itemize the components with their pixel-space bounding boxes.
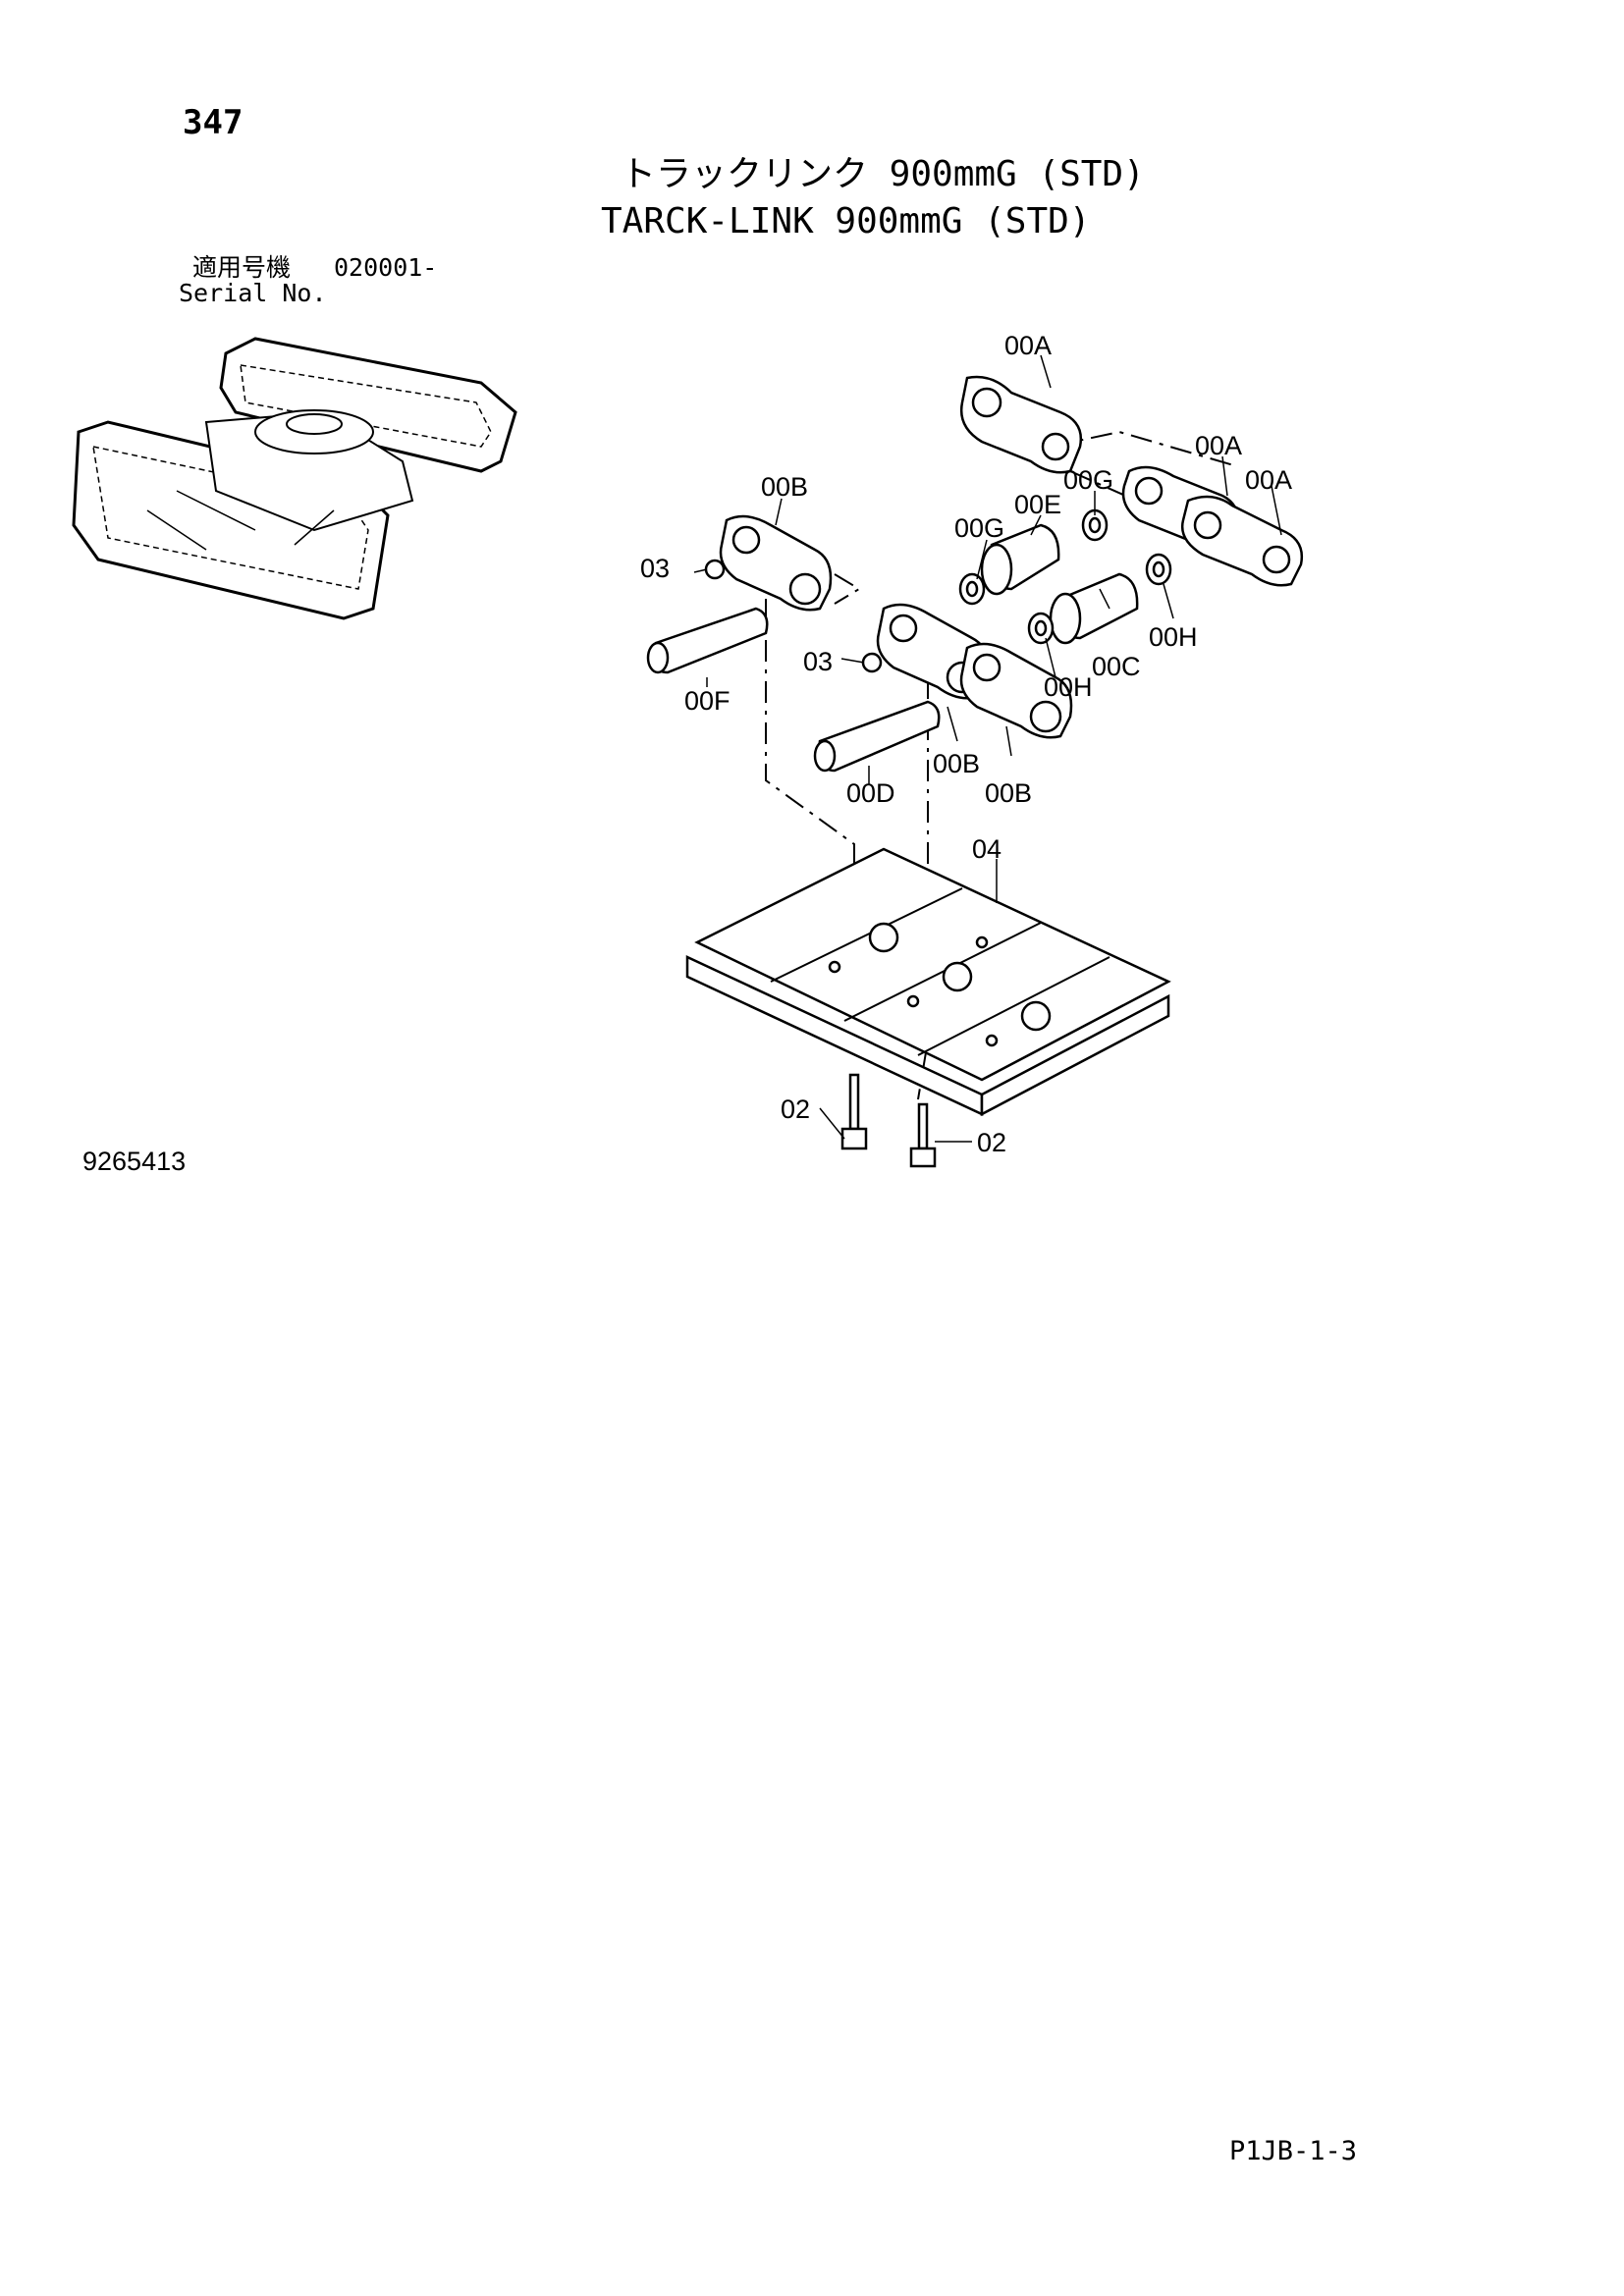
callout-label: 00C xyxy=(1092,652,1141,681)
undercarriage-overview-illustration xyxy=(72,337,517,620)
pins-and-bushings xyxy=(646,508,1172,773)
callout-label: 00H xyxy=(1044,672,1093,702)
drawing-number: 9265413 xyxy=(82,1147,187,1176)
page-number: 347 xyxy=(183,103,244,142)
callout-label: 00E xyxy=(1014,490,1061,519)
serial-value: 020001- xyxy=(334,253,438,282)
callout-labels: 00A 00A 00A 00B 00B 00B 00C 00D 00E 00F … xyxy=(640,331,1292,1157)
callout-label: 00H xyxy=(1149,622,1198,652)
serial-label-english: Serial No. xyxy=(179,279,327,307)
callout-label: 02 xyxy=(781,1095,810,1124)
callout-label: 00A xyxy=(1245,465,1292,495)
track-shoe-plates xyxy=(685,847,1171,1117)
serial-label-japanese: 適用号機 xyxy=(192,253,292,282)
callout-label: 00A xyxy=(1004,331,1052,360)
title-japanese: トラックリンク 900mmG (STD) xyxy=(621,154,1145,194)
callout-label: 00B xyxy=(933,749,980,778)
callout-label: 00G xyxy=(954,513,1004,543)
callout-label: 00F xyxy=(684,686,731,716)
callout-label: 03 xyxy=(640,554,670,583)
title-english: TARCK-LINK 900mmG (STD) xyxy=(601,201,1091,241)
shoe-bolts xyxy=(840,1073,937,1168)
track-link-parts xyxy=(719,375,1304,739)
callout-label: 00B xyxy=(761,472,808,502)
callout-label: 04 xyxy=(972,834,1001,864)
callout-label: 00A xyxy=(1195,431,1242,460)
callout-label: 02 xyxy=(977,1128,1006,1157)
callout-label: 00G xyxy=(1063,465,1113,495)
callout-label: 00D xyxy=(846,778,895,808)
callout-label: 00B xyxy=(985,778,1032,808)
page-code: P1JB-1-3 xyxy=(1229,2136,1358,2166)
callout-label: 03 xyxy=(803,647,833,676)
callout-leaders xyxy=(693,354,1282,1143)
